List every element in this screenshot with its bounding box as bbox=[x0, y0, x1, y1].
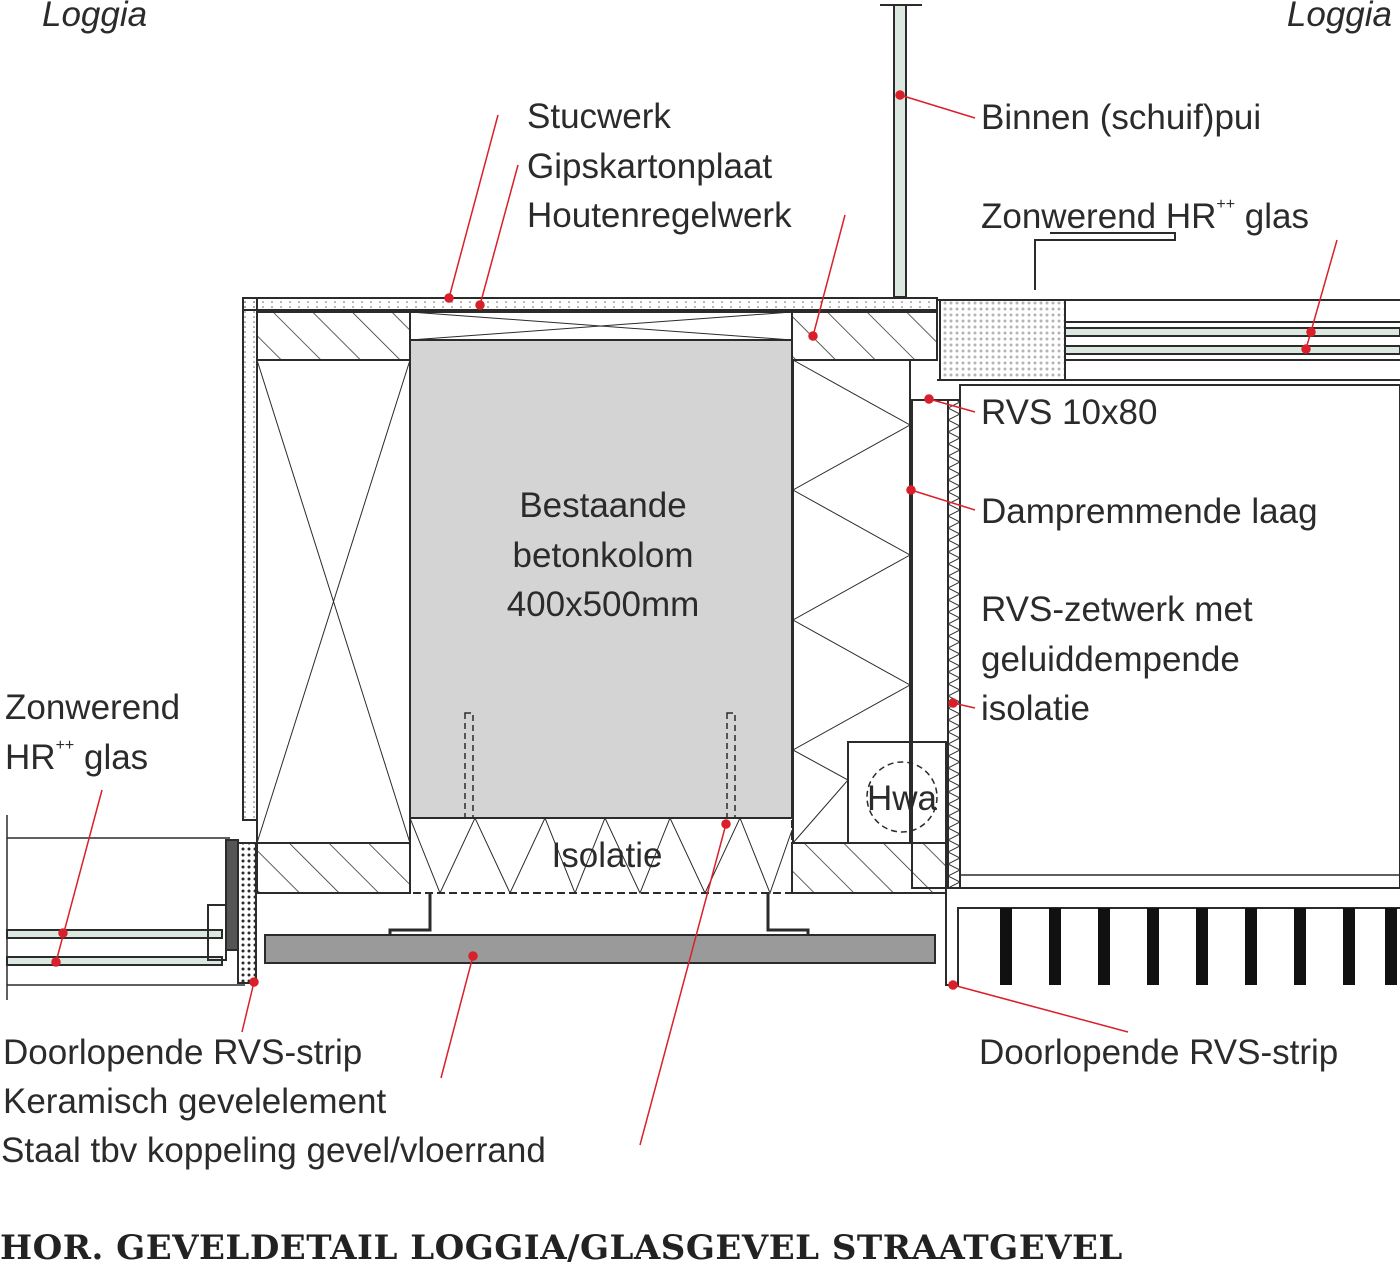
label-gipskartonplaat: Gipskartonplaat bbox=[527, 147, 773, 186]
insulation-bottom bbox=[409, 817, 793, 894]
label-rvs-strip-left: Doorlopende RVS-strip bbox=[3, 1033, 363, 1072]
label-zonwerend-left-2: HR++ glas bbox=[5, 737, 149, 777]
timber-bottom-left bbox=[256, 842, 411, 894]
label-zonwerend-glas-right: Zonwerend HR++ glas bbox=[981, 196, 1310, 236]
drawing-title: HOR. GEVELDETAIL LOGGIA/GLASGEVEL STRAAT… bbox=[0, 1228, 1123, 1268]
label-rvs-zetwerk-1: RVS-zetwerk met bbox=[981, 590, 1253, 629]
label-stucwerk: Stucwerk bbox=[527, 97, 671, 136]
timber-bottom-right bbox=[791, 842, 947, 894]
label-isolatie: Isolatie bbox=[551, 836, 663, 875]
label-loggia-left: Loggia bbox=[42, 0, 148, 34]
label-text: Zonwerend HR bbox=[981, 197, 1217, 236]
label-rvs-strip-right: Doorlopende RVS-strip bbox=[979, 1033, 1339, 1072]
downpipe bbox=[866, 761, 938, 833]
label-houtenregelwerk: Houtenregelwerk bbox=[527, 196, 792, 235]
plaster-top bbox=[242, 297, 938, 311]
window-profile-right bbox=[939, 299, 1066, 381]
sliding-door-frame bbox=[893, 4, 907, 298]
insulation-right bbox=[792, 359, 911, 844]
plaster-left bbox=[242, 297, 258, 821]
label-column-2: betonkolom bbox=[512, 536, 694, 575]
label-text: glas bbox=[74, 738, 149, 777]
label-rvs-zetwerk-2: geluiddempende bbox=[981, 640, 1240, 679]
ceramic-facade-element bbox=[264, 934, 936, 964]
louvres bbox=[1000, 908, 1397, 985]
label-hwa: Hwa bbox=[866, 779, 938, 818]
label-loggia-right: Loggia bbox=[1286, 0, 1392, 34]
hwa-box bbox=[847, 741, 947, 844]
label-zonwerend-left-1: Zonwerend bbox=[5, 688, 181, 727]
label-text: glas bbox=[1235, 197, 1310, 236]
timber-top-left bbox=[256, 311, 411, 361]
label-dampremmende-laag: Dampremmende laag bbox=[981, 492, 1318, 531]
label-sup: ++ bbox=[1216, 196, 1236, 213]
label-sup: ++ bbox=[55, 737, 75, 754]
label-binnen-pui: Binnen (schuif)pui bbox=[981, 98, 1262, 137]
label-text: HR bbox=[5, 738, 56, 777]
rvs-strip-left bbox=[237, 842, 257, 984]
label-column-1: Bestaande bbox=[519, 486, 687, 525]
label-keramisch: Keramisch gevelelement bbox=[3, 1082, 387, 1121]
label-column-3: 400x500mm bbox=[506, 585, 700, 624]
label-rvs-zetwerk-3: isolatie bbox=[981, 689, 1090, 728]
label-staal: Staal tbv koppeling gevel/vloerrand bbox=[1, 1131, 546, 1170]
label-rvs-10x80: RVS 10x80 bbox=[981, 393, 1158, 432]
leader-lines bbox=[51, 90, 1338, 1146]
